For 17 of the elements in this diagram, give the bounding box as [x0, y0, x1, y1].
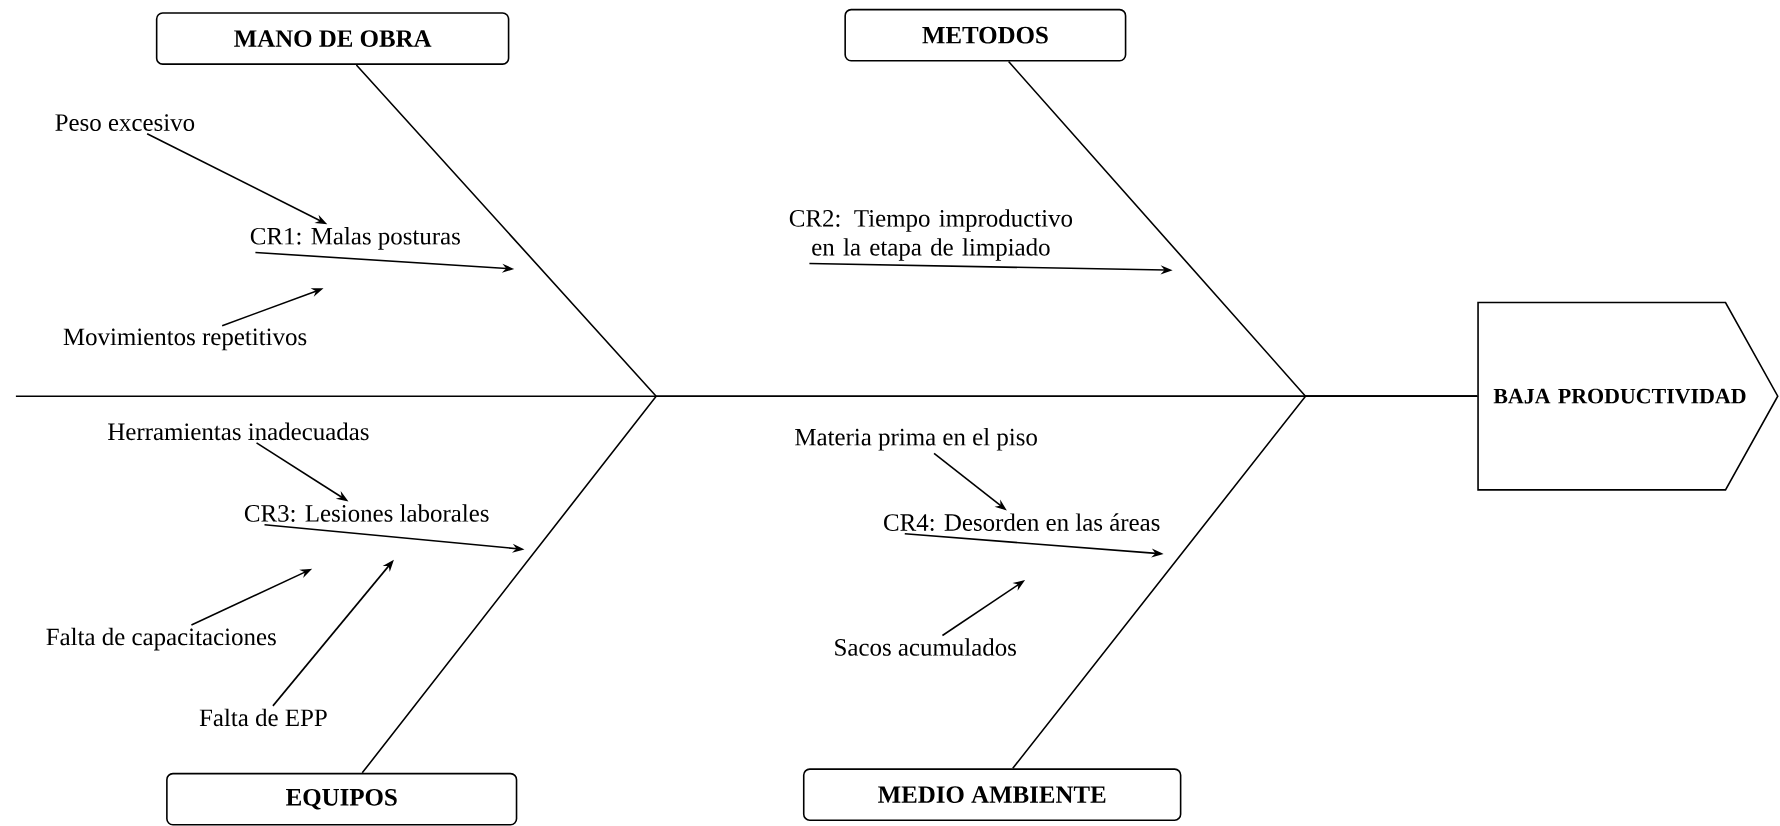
cause-label: Sacos acumulados: [835, 638, 1016, 656]
category-box: MANO DE OBRA: [155, 12, 510, 65]
cause-label: Peso excesivo: [55, 114, 195, 131]
effect-box: BAJA PRODUCTIVIDAD: [1477, 301, 1779, 491]
fishbone-line: [1012, 395, 1479, 769]
cause-label: Movimientos repetitivos: [63, 328, 307, 351]
category-box: MEDIO AMBIENTE: [802, 768, 1182, 821]
cause-label: CR4: Desorden en las áreas: [884, 513, 1160, 531]
cause-label: CR3: Lesiones laborales: [244, 504, 489, 522]
cause-label: Falta de EPP: [199, 708, 327, 726]
category-box: METODOS: [844, 8, 1127, 62]
cause-label: Herramientas inadecuadas: [108, 422, 369, 440]
category-box: EQUIPOS: [166, 772, 518, 826]
cause-label: Falta de capacitaciones: [46, 627, 276, 651]
cause-label: CR2: Tiempo improductivo en la etapa de limpiado: [789, 209, 1073, 261]
cause-label: Materia prima en el piso: [795, 427, 1037, 451]
cause-label: CR1: Malas posturas: [250, 226, 460, 250]
